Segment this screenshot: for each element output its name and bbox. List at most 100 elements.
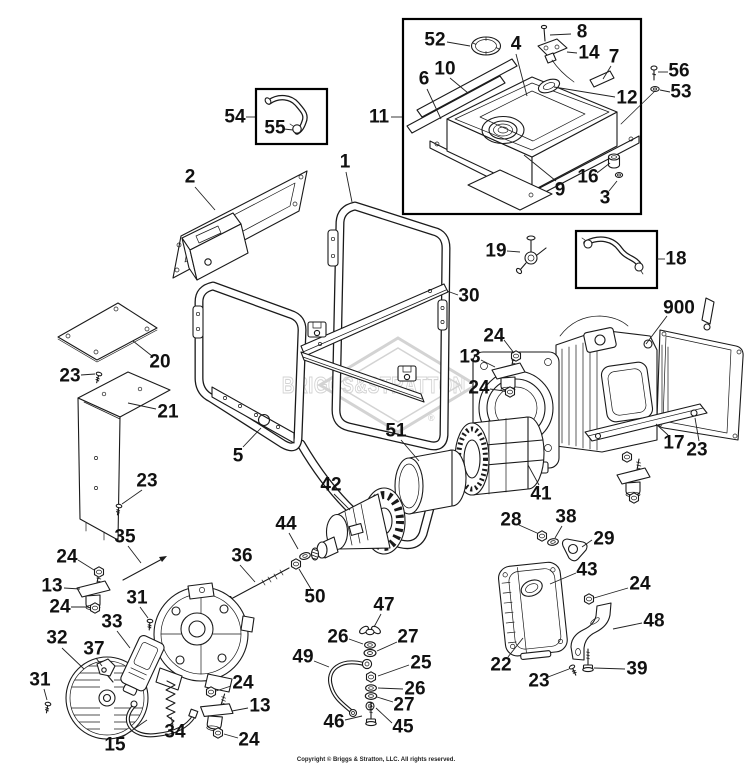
hose-inset-54: [254, 87, 329, 146]
callout-15: 15: [104, 735, 126, 756]
callout-leader-10: [449, 77, 469, 94]
callout-2: 2: [185, 167, 196, 188]
screw-23: [93, 371, 103, 384]
nut-24: [93, 566, 105, 578]
callout-leader-52: [446, 41, 471, 47]
callout-leader-27: [376, 641, 398, 652]
callout-16: 16: [577, 167, 598, 188]
callout-23: 23: [136, 471, 157, 492]
callout-31: 31: [126, 588, 148, 609]
part-wing-nut-47: [359, 625, 381, 636]
callout-41: 41: [530, 484, 552, 505]
callout-leader-24: [593, 587, 629, 599]
callout-leader-12: [553, 86, 616, 98]
callout-leader-900: [645, 315, 668, 345]
callout-leader-7: [602, 65, 612, 80]
callout-30: 30: [458, 286, 479, 307]
callout-13: 13: [459, 347, 480, 368]
inset-box-tank: [401, 17, 643, 216]
inset-box-hose-54: [254, 87, 329, 146]
callout-leader-35: [127, 545, 142, 564]
callout-35: 35: [114, 527, 136, 548]
callout-5: 5: [233, 446, 244, 467]
callout-52: 52: [424, 30, 445, 51]
washer-27: [364, 692, 378, 700]
callout-leader-34: [170, 716, 174, 726]
callout-23: 23: [528, 671, 549, 692]
callout-29: 29: [593, 529, 614, 550]
callout-43: 43: [576, 560, 597, 581]
callout-42: 42: [320, 475, 341, 496]
nut-24: [510, 350, 522, 362]
callout-leader-3: [608, 180, 618, 192]
callout-26: 26: [327, 627, 348, 648]
hose-inset-18: [574, 229, 659, 290]
callout-8: 8: [577, 22, 588, 43]
callout-23: 23: [59, 366, 80, 387]
spark-plug: [643, 339, 653, 349]
part-sleeve-51: [394, 449, 467, 515]
nut-24: [583, 593, 595, 605]
part-gasket-strip-6: [406, 75, 506, 134]
callout-54: 54: [224, 107, 246, 128]
part-gasket-strip-10: [416, 58, 518, 118]
part-washer-53: [620, 86, 660, 125]
callout-53: 53: [670, 82, 691, 103]
callout-21: 21: [157, 402, 179, 423]
part-endbell-40: [153, 582, 255, 693]
callout-leader-41: [527, 464, 540, 486]
screw-31: [43, 701, 52, 714]
callout-leader-23: [80, 373, 96, 376]
callout-leader-8: [549, 33, 572, 36]
callout-34: 34: [164, 722, 186, 743]
part-clip-37: [96, 658, 116, 683]
part-fuel-tank-9: [429, 76, 640, 211]
callout-51: 51: [385, 421, 407, 442]
part-rail-30: [300, 283, 449, 357]
part-fuel-valve-19: [515, 235, 547, 275]
callout-leader-9: [523, 154, 557, 182]
part-rotor-42: [310, 487, 406, 561]
callout-45: 45: [392, 717, 414, 738]
inset-box-hose-18: [574, 229, 659, 290]
washer-38: [546, 537, 560, 547]
part-plate-20: [57, 302, 158, 363]
part-bolt-36: [221, 567, 290, 609]
part-gasket-29: [561, 538, 588, 562]
callout-23: 23: [686, 440, 707, 461]
callout-3: 3: [600, 188, 611, 209]
callout-leader-55: [283, 128, 294, 131]
part-vibration-mount-13: [196, 690, 237, 734]
callout-leader-44: [288, 532, 299, 550]
callout-leader-24: [215, 685, 232, 692]
part-strip-7: [589, 70, 615, 88]
callout-50: 50: [304, 587, 325, 608]
callout-39: 39: [626, 659, 647, 680]
callout-leader-23: [121, 489, 143, 505]
callout-leader-48: [612, 622, 643, 630]
callout-44: 44: [275, 514, 297, 535]
callout-leader-43: [549, 572, 577, 585]
callout-1: 1: [340, 152, 351, 173]
part-vibration-mount-13: [616, 458, 651, 498]
nut-24: [628, 492, 640, 504]
callout-4: 4: [511, 34, 522, 55]
callout-9: 9: [555, 180, 566, 201]
part-wire-15: [125, 700, 199, 738]
fuel-tank-inset: [401, 17, 660, 216]
callout-leader-28: [518, 524, 538, 534]
frame-tab: [192, 305, 204, 339]
copyright-line: Copyright © Briggs & Stratton, LLC. All …: [297, 756, 456, 763]
nut-25: [365, 671, 377, 683]
part-bushing-16: [607, 153, 621, 169]
callout-leader-2: [194, 186, 216, 211]
part-rod-35: [122, 556, 167, 581]
callout-leader-25: [377, 664, 410, 677]
callout-leader-14: [566, 51, 578, 54]
callout-36: 36: [231, 546, 252, 567]
callout-19: 19: [485, 241, 506, 262]
callout-leader-23: [547, 668, 570, 678]
nut-24: [89, 602, 101, 614]
callout-leader-46: [344, 715, 363, 721]
